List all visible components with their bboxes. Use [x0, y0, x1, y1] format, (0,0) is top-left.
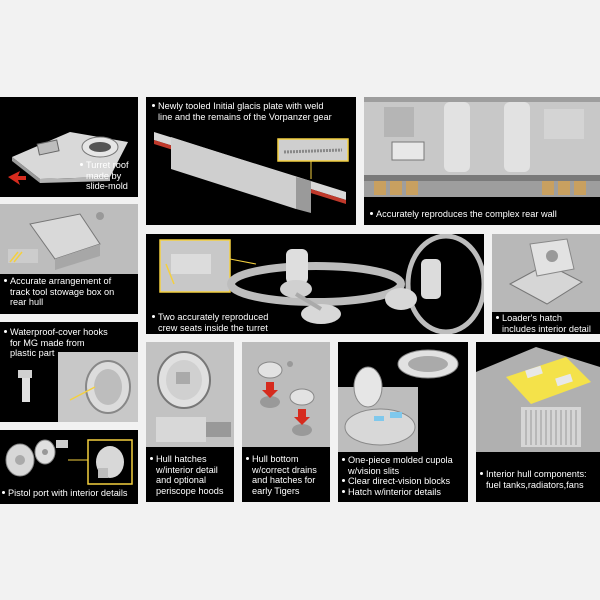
caption-line: made by: [86, 170, 122, 181]
caption-line: and hatches for: [252, 475, 316, 485]
mg-hooks-caption: Waterproof-cover hooks for MG made from …: [4, 327, 108, 359]
crew-seats-caption: Two accurately reproduced crew seats ins…: [152, 312, 268, 333]
turret-roof-caption: Turret roof made by slide-mold: [80, 160, 129, 192]
interior-hull-caption: Interior hull components: fuel tanks,rad…: [480, 469, 587, 490]
panel-glacis-plate: Newly tooled Initial glacis plate with w…: [146, 97, 356, 225]
rear-wall-illustration: [364, 97, 600, 225]
caption-line: Interior hull components:: [480, 469, 587, 480]
caption-line: Clear direct-vision blocks: [342, 476, 468, 487]
panel-rear-wall: Accurately reproduces the complex rear w…: [364, 97, 600, 225]
caption-line: crew seats inside the turret: [158, 322, 268, 333]
caption-line: periscope hoods: [156, 485, 224, 496]
caption-line: Hull bottom: [246, 454, 317, 465]
rear-wall-caption: Accurately reproduces the complex rear w…: [370, 209, 557, 220]
caption-line: early Tigers: [252, 485, 300, 496]
glacis-caption: Newly tooled Initial glacis plate with w…: [152, 101, 332, 122]
caption-line: Turret roof: [80, 160, 129, 171]
caption-line: One-piece molded cupola w/vision slits: [342, 455, 468, 476]
panel-cupola: One-piece molded cupola w/vision slits C…: [338, 342, 468, 502]
tool-box-caption: Accurate arrangement of track tool stowa…: [4, 276, 114, 308]
panel-turret-roof: Turret roof made by slide-mold: [0, 97, 138, 197]
caption-line: w/interior detail: [156, 464, 218, 475]
panel-loader-hatch: Loader's hatch includes interior detail: [492, 234, 600, 334]
caption-line: and optional: [156, 475, 207, 485]
caption-line: line and the remains of the Vorpanzer ge…: [158, 111, 332, 122]
pistol-port-caption: Pistol port with interior details: [2, 488, 128, 499]
loader-hatch-illustration: [492, 234, 600, 312]
caption-line: rear hull: [10, 297, 44, 307]
caption-line: Hatch w/interior details: [342, 487, 468, 498]
caption-line: includes interior detail: [502, 323, 591, 334]
caption-line: Loader's hatch: [496, 313, 591, 324]
caption-line: plastic part: [10, 348, 55, 358]
panel-pistol-port: Pistol port with interior details: [0, 430, 138, 504]
caption-line: Waterproof-cover hooks: [4, 327, 108, 338]
hull-hatches-illustration: [146, 342, 234, 447]
panel-tool-box: Accurate arrangement of track tool stowa…: [0, 204, 138, 314]
caption-line: Accurately reproduces the complex rear w…: [370, 209, 557, 220]
panel-hull-bottom: Hull bottom w/correct drains and hatches…: [242, 342, 330, 502]
hull-hatches-caption: Hull hatches w/interior detail and optio…: [150, 454, 223, 496]
cupola-caption: One-piece molded cupola w/vision slits C…: [342, 455, 468, 497]
caption-line: track tool stowage box on: [10, 286, 115, 297]
glacis-plate-illustration: [154, 132, 349, 213]
caption-line: Accurate arrangement of: [4, 276, 114, 287]
panel-hull-hatches: Hull hatches w/interior detail and optio…: [146, 342, 234, 502]
interior-hull-illustration: [476, 347, 600, 452]
caption-line: Newly tooled Initial glacis plate with w…: [152, 101, 332, 112]
caption-line: for MG made from: [10, 337, 85, 348]
caption-line: Hull hatches: [150, 454, 223, 465]
panel-interior-hull: Interior hull components: fuel tanks,rad…: [476, 342, 600, 502]
caption-line: w/correct drains: [252, 464, 317, 475]
hull-bottom-caption: Hull bottom w/correct drains and hatches…: [246, 454, 317, 496]
panel-mg-hooks: Waterproof-cover hooks for MG made from …: [0, 322, 138, 422]
caption-line: slide-mold: [86, 181, 128, 191]
loader-hatch-caption: Loader's hatch includes interior detail: [496, 313, 591, 334]
tool-box-illustration: [0, 204, 138, 274]
hull-bottom-illustration: [242, 342, 330, 447]
caption-line: fuel tanks,radiators,fans: [486, 479, 584, 490]
crew-seats-illustration: [159, 234, 484, 334]
pistol-port-illustration: [5, 439, 133, 485]
mg-hooks-illustration: [18, 352, 138, 422]
caption-line: Pistol port with interior details: [2, 488, 128, 499]
turret-roof-illustration: [8, 132, 128, 185]
caption-line: Two accurately reproduced: [152, 312, 268, 323]
cupola-illustration: [338, 349, 459, 452]
panel-crew-seats: Two accurately reproduced crew seats ins…: [146, 234, 484, 334]
